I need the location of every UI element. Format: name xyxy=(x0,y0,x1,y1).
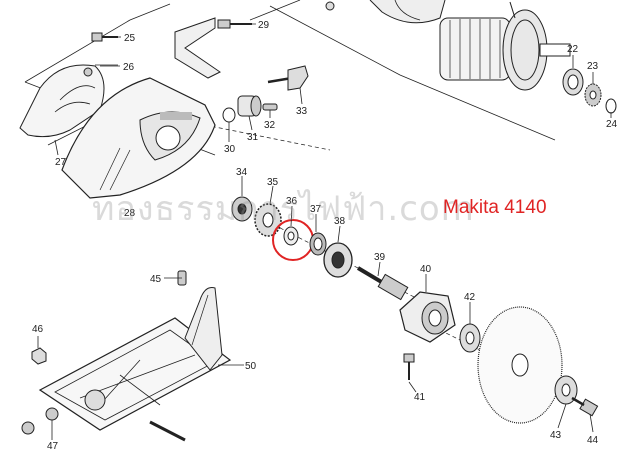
part-label-46: 46 xyxy=(32,324,44,335)
part-label-32: 32 xyxy=(264,120,276,131)
part-label-30: 30 xyxy=(224,144,236,155)
base-plate-50 xyxy=(38,287,232,431)
upper-housing xyxy=(325,0,446,24)
part-label-38: 38 xyxy=(334,216,346,227)
screw-41 xyxy=(403,353,415,380)
bearing-22 xyxy=(562,68,584,96)
gear-35 xyxy=(254,203,282,237)
washer-30 xyxy=(222,107,236,123)
part-label-35: 35 xyxy=(267,177,279,188)
part-label-37: 37 xyxy=(310,204,322,215)
ring-24 xyxy=(605,98,617,114)
part-label-44: 44 xyxy=(587,435,599,446)
part-label-43: 43 xyxy=(550,430,562,441)
part-label-24: 24 xyxy=(606,119,618,130)
frame-line-right xyxy=(269,5,556,141)
pin-32 xyxy=(262,103,278,111)
part-label-23: 23 xyxy=(587,61,599,72)
part-label-42: 42 xyxy=(464,292,476,303)
diamond-blade xyxy=(477,306,563,424)
watermark: ทองธรรมการไฟฟ้า.com xyxy=(92,189,475,229)
bearing-34 xyxy=(231,196,253,222)
part-number-labels: 25 26 27 28 29 30 31 32 33 34 35 36 37 3… xyxy=(32,20,618,451)
part-label-27: 27 xyxy=(55,157,67,168)
part-label-26: 26 xyxy=(123,62,135,73)
lever-29 xyxy=(174,17,252,79)
part-label-33: 33 xyxy=(296,106,308,117)
nut-46 xyxy=(31,347,47,365)
ring-37 xyxy=(309,232,327,256)
bearing-38 xyxy=(323,242,353,278)
leader-lines xyxy=(37,23,612,440)
part-label-50: 50 xyxy=(245,361,257,372)
part-label-47: 47 xyxy=(47,441,59,451)
frame-line-left xyxy=(24,3,171,83)
part-label-34: 34 xyxy=(236,167,248,178)
spindle-39 xyxy=(356,266,409,301)
blade-case-28 xyxy=(61,77,216,199)
part-label-28: 28 xyxy=(124,208,136,219)
part-label-31: 31 xyxy=(247,132,259,143)
bearing-box-40 xyxy=(399,291,456,343)
part-label-41: 41 xyxy=(414,392,426,403)
safety-cover-26 xyxy=(19,64,105,138)
part-label-22: 22 xyxy=(567,44,579,55)
model-label: Makita 4140 xyxy=(443,197,547,218)
screw-47 xyxy=(21,407,186,442)
part-label-36: 36 xyxy=(286,196,298,207)
part-label-45: 45 xyxy=(150,274,162,285)
part-label-39: 39 xyxy=(374,252,386,263)
gear-23 xyxy=(584,83,602,107)
part-label-25: 25 xyxy=(124,33,136,44)
armature xyxy=(439,1,571,91)
part-label-40: 40 xyxy=(420,264,432,275)
sleeve-31 xyxy=(237,95,262,117)
bolt-44 xyxy=(571,396,599,417)
part-label-29: 29 xyxy=(258,20,270,31)
inner-flange-42 xyxy=(459,323,481,353)
sleeve-36 xyxy=(283,226,299,246)
wing-bolt-33 xyxy=(267,65,309,91)
